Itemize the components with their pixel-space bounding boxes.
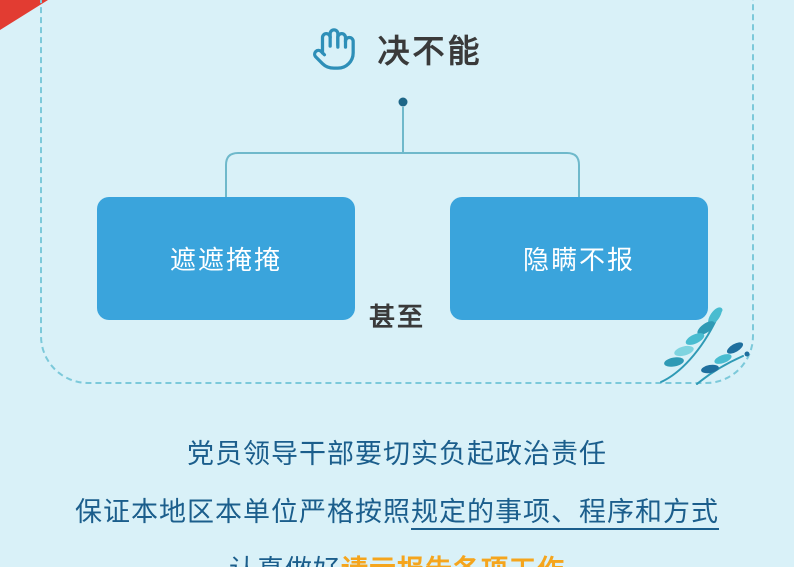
footer-line-2-prefix: 保证本地区本单位严格按照 [75,497,411,527]
dashed-frame [40,0,754,384]
connector-dot [398,97,408,107]
footer-text: 党员领导干部要切实负起政治责任 保证本地区本单位严格按照规定的事项、程序和方式 … [0,432,794,567]
box-conceal: 遮遮掩掩 [97,197,355,320]
raised-hand-icon [311,26,357,72]
footer-line-2: 保证本地区本单位严格按照规定的事项、程序和方式 [0,490,794,529]
box-withhold-label: 隐瞒不报 [522,245,635,275]
footer-line-3-highlight: 请示报告各项工作 [341,555,565,567]
leaves-decoration [645,276,757,393]
footer-line-2-underlined: 规定的事项、程序和方式 [411,497,719,527]
box-conceal-label: 遮遮掩掩 [169,245,282,275]
conjunction-label: 甚至 [368,302,426,332]
header: 决不能 [0,26,794,72]
footer-line-1: 党员领导干部要切实负起政治责任 [187,439,607,469]
page-title: 决不能 [377,33,483,69]
footer-line-3: 认真做好请示报告各项工作 [0,548,794,567]
box-withhold: 隐瞒不报 [450,197,708,320]
footer-line-3-prefix: 认真做好 [229,555,341,567]
connector-lines [225,97,580,198]
